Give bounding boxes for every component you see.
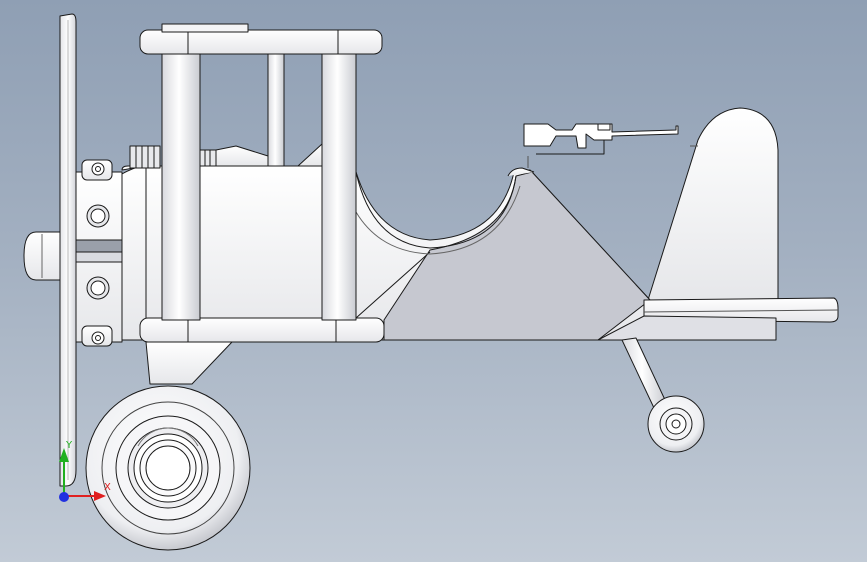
triad-y-label: Y [65,440,73,451]
wing-struts [161,53,357,321]
axis-triad: Y X [59,440,111,502]
fuselage [121,165,651,341]
main-landing-gear [145,341,233,385]
upper-wing [139,23,383,55]
triad-x-label: X [104,482,111,493]
horizontal-stabilizer [597,297,839,341]
main-wheel [85,385,251,551]
engine-hub [75,159,123,347]
machine-gun [523,123,679,168]
propeller [23,13,77,487]
engine-details [129,143,323,169]
lower-wing [139,317,385,343]
tail-wheel-assembly [621,337,705,453]
tail-fin [647,107,779,301]
